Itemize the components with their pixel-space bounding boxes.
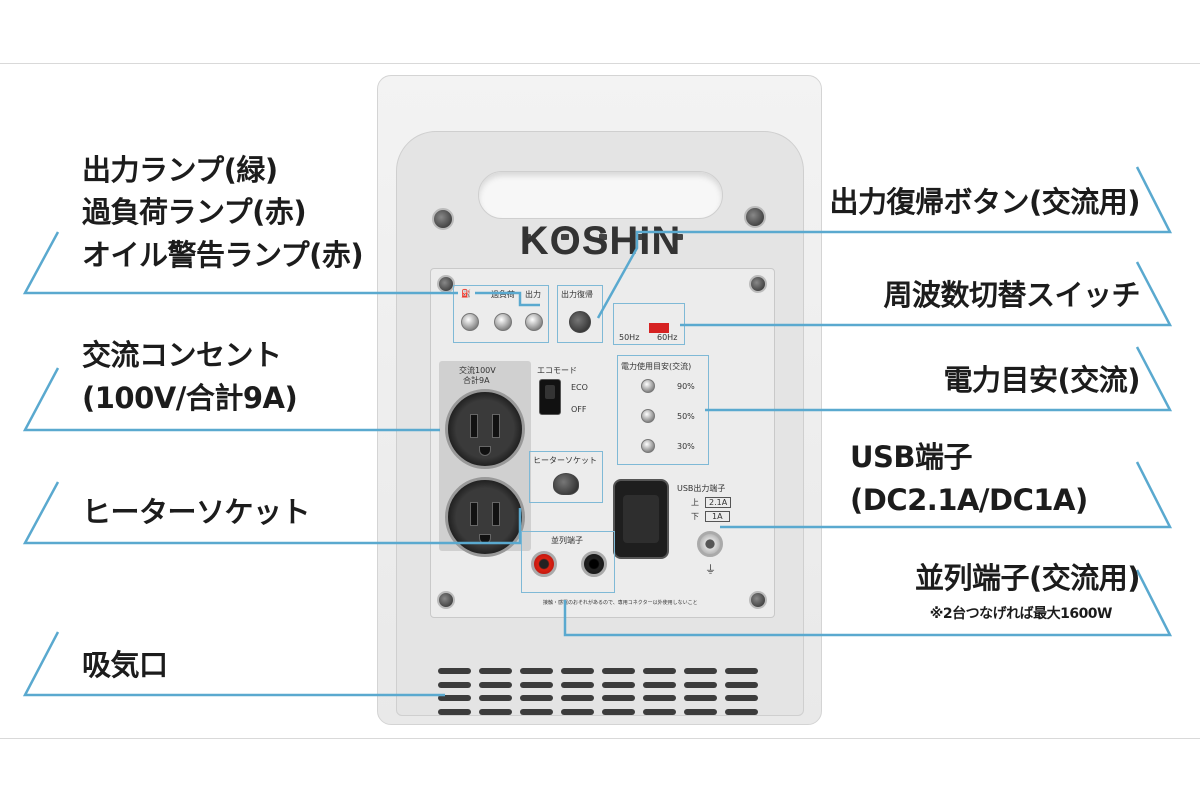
heater-socket-text: ヒーターソケット: [533, 456, 597, 465]
frequency-switch[interactable]: [649, 323, 669, 333]
parallel-terminal-red[interactable]: [531, 551, 557, 577]
heater-socket-group: [529, 451, 603, 503]
heater-socket[interactable]: [553, 473, 579, 495]
outlet-rating-2: 合計9A: [463, 376, 490, 385]
p90-text: 90%: [677, 382, 695, 391]
callout-output-lamp: 出力ランプ(緑): [82, 153, 278, 187]
ac-outlet[interactable]: [445, 389, 525, 469]
outlet-rating-1: 交流100V: [459, 366, 496, 375]
oil-warning-lamp: [461, 313, 479, 331]
callout-heater-socket: ヒーターソケット: [82, 495, 311, 529]
callout-ac-outlet: 交流コンセント: [82, 338, 282, 372]
screw-icon: [437, 591, 455, 609]
power-meter-title: 電力使用目安(交流): [621, 362, 692, 371]
power-lamp-50: [641, 409, 655, 423]
parallel-caution-text: 接触・感電のおそれがあるので、専用コネクター以外使用しないこと: [543, 600, 698, 606]
callout-air-intake: 吸気口: [82, 648, 168, 682]
callout-usb-rating: (DC2.1A/DC1A): [850, 483, 1088, 517]
usb-lower-value: 1A: [705, 511, 730, 522]
ground-terminal[interactable]: [697, 531, 723, 557]
callout-power-meter: 電力目安(交流): [943, 363, 1140, 397]
callout-ac-outlet-rating: (100V/合計9A): [82, 381, 298, 415]
output-reset-button[interactable]: [569, 311, 591, 333]
lamp-group: [453, 285, 549, 343]
output-text: 出力: [525, 290, 541, 299]
parallel-terminal-black[interactable]: [581, 551, 607, 577]
hz60-text: 60Hz: [657, 333, 678, 342]
screw-icon: [744, 206, 766, 228]
carry-handle: [478, 171, 723, 219]
hz50-text: 50Hz: [619, 333, 640, 342]
callout-frequency-switch: 周波数切替スイッチ: [883, 278, 1140, 312]
overload-text: 過負荷: [491, 290, 515, 299]
callout-oil-lamp: オイル警告ランプ(赤): [82, 238, 364, 272]
air-intake-vent: [438, 668, 758, 716]
p50-text: 50%: [677, 412, 695, 421]
power-lamp-30: [641, 439, 655, 453]
brand-logo: KOSHIN: [519, 219, 682, 263]
usb-title: USB出力端子: [677, 484, 726, 493]
screw-icon: [749, 275, 767, 293]
off-text: OFF: [571, 405, 587, 414]
generator-body: KOSHIN ⛽ 過負荷 出力 出力復帰 50Hz 60Hz 交流100V 合計…: [377, 75, 822, 725]
control-panel: ⛽ 過負荷 出力 出力復帰 50Hz 60Hz 交流100V 合計9A エコモー…: [430, 268, 775, 618]
callout-reset-button: 出力復帰ボタン(交流用): [829, 185, 1140, 219]
eco-text: ECO: [571, 383, 588, 392]
ground-icon: ⏚: [705, 563, 716, 576]
reset-text: 出力復帰: [561, 290, 593, 299]
usb-upper-label: 上: [691, 498, 699, 507]
screw-icon: [749, 591, 767, 609]
output-lamp: [525, 313, 543, 331]
screw-icon: [432, 208, 454, 230]
usb-upper-value: 2.1A: [705, 497, 732, 508]
p30-text: 30%: [677, 442, 695, 451]
overload-lamp: [494, 313, 512, 331]
eco-mode-switch[interactable]: [539, 379, 561, 415]
ac-outlet[interactable]: [445, 477, 525, 557]
callout-parallel-note: ※2台つなげれば最大1600W: [929, 606, 1113, 622]
parallel-text: 並列端子: [551, 536, 583, 545]
callout-usb: USB端子: [850, 440, 973, 474]
callout-parallel: 並列端子(交流用): [914, 561, 1141, 595]
power-lamp-90: [641, 379, 655, 393]
usb-lower-label: 下: [691, 512, 699, 521]
oil-icon: ⛽: [461, 289, 471, 298]
usb-ports[interactable]: [613, 479, 669, 559]
eco-mode-text: エコモード: [537, 366, 577, 375]
callout-overload-lamp: 過負荷ランプ(赤): [82, 195, 307, 229]
